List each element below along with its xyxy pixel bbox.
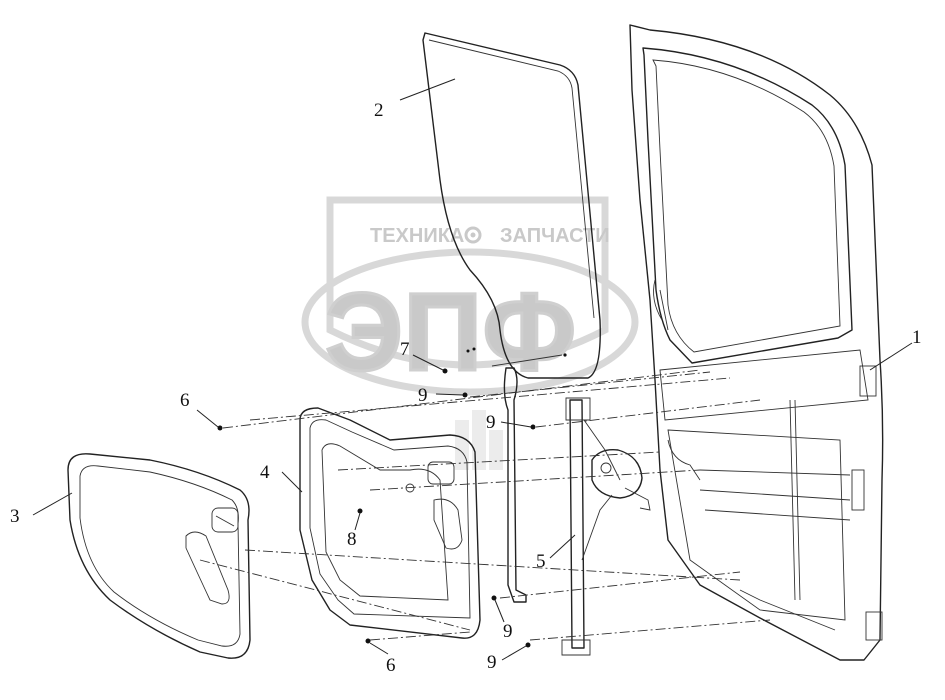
callout-3: 3	[10, 506, 20, 527]
fastener-7	[442, 368, 448, 374]
door-shell	[629, 24, 884, 661]
fastener-9-b	[530, 424, 536, 430]
callout-labels: 1 2 3 4 5 6 6 7 8 9 9 9 9	[10, 100, 922, 676]
callout-9-b: 9	[486, 412, 496, 433]
window-regulator	[561, 397, 651, 656]
glass-pane	[422, 32, 601, 379]
fastener-6-bottom	[365, 638, 371, 644]
fasteners	[217, 368, 536, 648]
callout-7: 7	[400, 339, 410, 360]
callout-5: 5	[536, 551, 546, 572]
callout-6-bottom: 6	[386, 655, 396, 676]
callout-8: 8	[347, 529, 357, 550]
fastener-9-a	[462, 392, 468, 398]
callout-9-a: 9	[418, 385, 428, 406]
fastener-9-c	[491, 595, 497, 601]
callout-4: 4	[260, 462, 270, 483]
leader-lines	[32, 78, 913, 661]
callout-2: 2	[374, 100, 384, 121]
watermark-logo: ЭПФ	[325, 271, 576, 394]
fastener-8	[357, 508, 363, 514]
callout-1: 1	[912, 327, 922, 348]
callout-9-c: 9	[503, 621, 513, 642]
fastener-9-d	[525, 642, 531, 648]
callout-9-d: 9	[487, 652, 497, 673]
inner-panel	[299, 407, 481, 639]
watermark-text-left: ТЕХНИКА	[370, 225, 464, 247]
gear-icon	[464, 226, 482, 244]
watermark-text-right: ЗАПЧАСТИ	[500, 225, 610, 247]
fastener-6-top	[217, 425, 223, 431]
callout-6-top: 6	[180, 390, 190, 411]
alignment-lines	[199, 369, 771, 641]
door-trim-cover	[67, 453, 251, 659]
watermark: ТЕХНИКА ЗАПЧАСТИ ЭПФ	[301, 196, 639, 470]
guide-rail	[503, 367, 527, 603]
